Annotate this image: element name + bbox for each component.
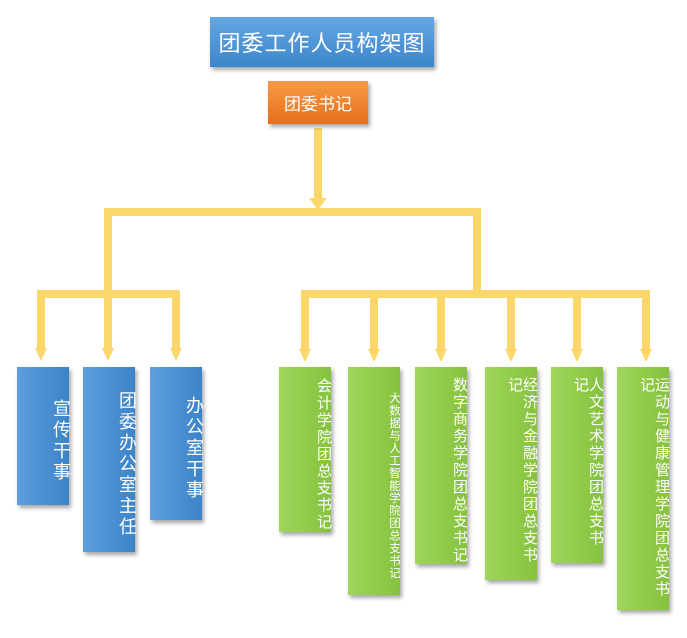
root-node-secretary: 团委书记 — [268, 81, 368, 124]
node-digital-commerce-school-secretary: 数字商务学院团总支书记 — [415, 367, 469, 564]
arrow-down-icon — [102, 348, 114, 361]
arrow-down-icon — [309, 198, 327, 210]
node-sports-health-school-secretary: 运动与健康管理学院团总支书记 — [617, 367, 671, 610]
node-bigdata-ai-school-secretary: 大数据与人工智能学院团总支书记 — [348, 367, 402, 595]
node-office-officer: 办公室干事 — [150, 367, 204, 520]
node-accounting-school-secretary: 会计学院团总支书记 — [279, 367, 333, 532]
arrow-down-icon — [299, 349, 311, 362]
diagram-title: 团委工作人员构架图 — [210, 17, 434, 67]
arrow-down-icon — [170, 348, 182, 361]
arrow-down-icon — [505, 349, 517, 362]
node-economics-finance-school-secretary: 经济与金融学院团总支书记 — [485, 367, 539, 580]
arrow-down-icon — [571, 349, 583, 362]
node-office-director: 团委办公室主任 — [83, 367, 137, 552]
arrow-down-icon — [640, 349, 652, 362]
arrow-down-icon — [368, 349, 380, 362]
arrow-down-icon — [35, 348, 47, 361]
node-publicity-officer: 宣传干事 — [17, 367, 71, 505]
node-humanities-arts-school-secretary: 人文艺术学院团总支书记 — [551, 367, 605, 563]
arrow-down-icon — [435, 349, 447, 362]
